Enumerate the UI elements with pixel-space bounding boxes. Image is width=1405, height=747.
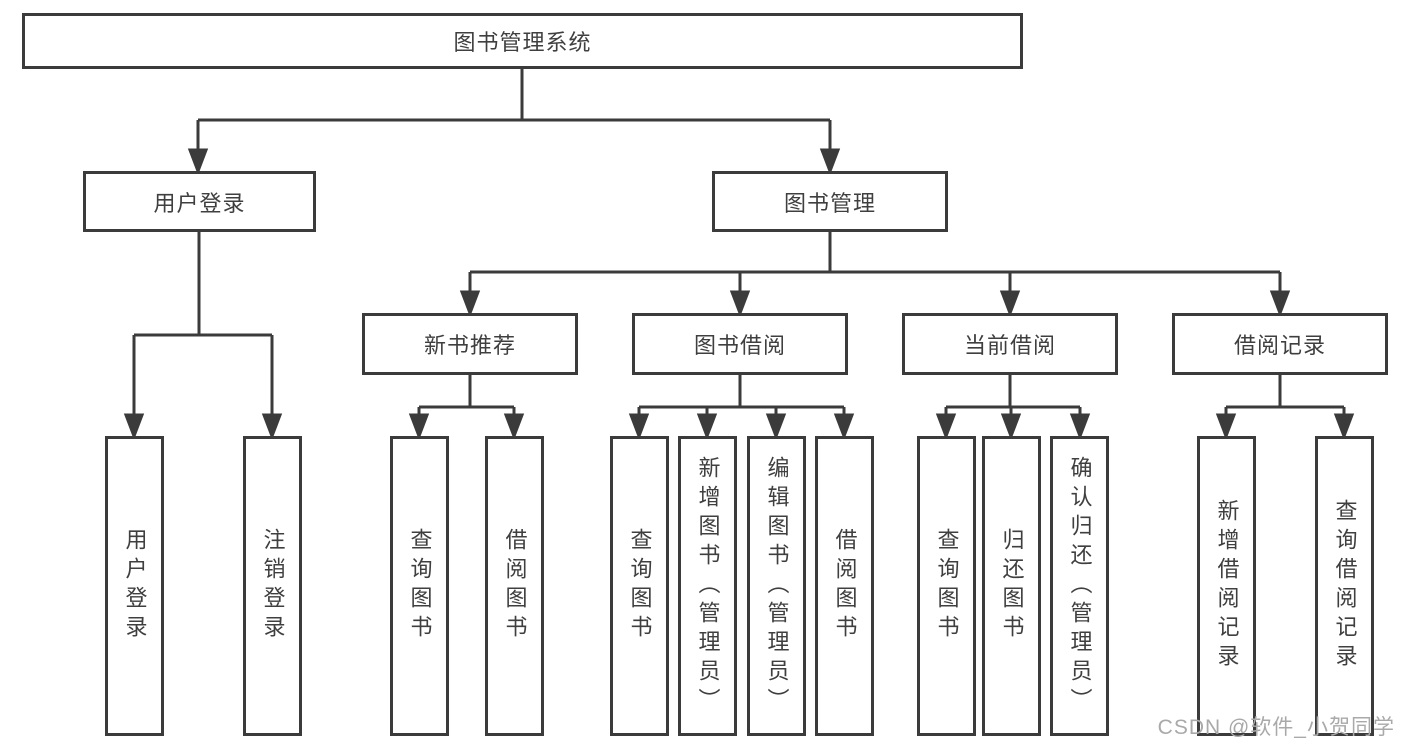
leaf-query-books-current: 查询图书 <box>917 436 976 736</box>
leaf-label: 注销登录 <box>260 528 286 644</box>
arrowhead-icon <box>1269 290 1291 318</box>
arrowhead-icon <box>1000 413 1022 441</box>
leaf-label: 查询借阅记录 <box>1332 499 1358 673</box>
leaf-query-books-borrowing: 查询图书 <box>610 436 669 736</box>
arrowhead-icon <box>628 413 650 441</box>
connector-borrow-record-to-leaves <box>1215 375 1355 441</box>
leaf-user-login: 用户登录 <box>105 436 164 736</box>
leaf-label: 确认归还（管理员） <box>1067 455 1093 717</box>
arrowhead-icon <box>1333 413 1355 441</box>
arrowhead-icon <box>503 413 525 441</box>
arrowhead-icon <box>999 290 1021 318</box>
arrowhead-icon <box>459 290 481 318</box>
arrowhead-icon <box>729 290 751 318</box>
leaf-label: 新增借阅记录 <box>1214 499 1240 673</box>
leaf-label: 查询图书 <box>627 528 653 644</box>
arrowhead-icon <box>696 413 718 441</box>
leaf-label: 查询图书 <box>934 528 960 644</box>
node-new-book-recommend: 新书推荐 <box>362 313 578 375</box>
leaf-label: 编辑图书（管理员） <box>764 455 790 717</box>
leaf-borrow-books-recommend: 借阅图书 <box>485 436 544 736</box>
node-book-borrowing: 图书借阅 <box>632 313 848 375</box>
leaf-query-books-recommend: 查询图书 <box>390 436 449 736</box>
arrowhead-icon <box>1069 413 1091 441</box>
node-borrowing-records: 借阅记录 <box>1172 313 1388 375</box>
connector-book-mgmt-to-level3 <box>459 232 1291 318</box>
leaf-label: 用户登录 <box>122 528 148 644</box>
leaf-label: 查询图书 <box>407 528 433 644</box>
node-current-borrowing: 当前借阅 <box>902 313 1118 375</box>
node-book-management: 图书管理 <box>712 171 948 232</box>
connector-root-to-level2 <box>187 68 841 176</box>
arrowhead-icon <box>123 413 145 441</box>
leaf-label: 新增图书（管理员） <box>695 455 721 717</box>
arrowhead-icon <box>765 413 787 441</box>
leaf-label: 归还图书 <box>999 528 1025 644</box>
leaf-borrow-books: 借阅图书 <box>815 436 874 736</box>
connector-book-borrow-to-leaves <box>628 375 855 441</box>
connector-current-borrow-to-leaves <box>935 375 1091 441</box>
leaf-add-borrow-record: 新增借阅记录 <box>1197 436 1256 736</box>
leaf-add-books-admin: 新增图书（管理员） <box>678 436 737 736</box>
arrowhead-icon <box>935 413 957 441</box>
leaf-confirm-return-admin: 确认归还（管理员） <box>1050 436 1109 736</box>
node-system-root: 图书管理系统 <box>22 13 1023 69</box>
connector-new-book-rec-to-leaves <box>408 375 525 441</box>
leaf-edit-books-admin: 编辑图书（管理员） <box>747 436 806 736</box>
leaf-logout: 注销登录 <box>243 436 302 736</box>
arrowhead-icon <box>833 413 855 441</box>
arrowhead-icon <box>261 413 283 441</box>
node-user-login: 用户登录 <box>83 171 316 232</box>
leaf-query-borrow-record: 查询借阅记录 <box>1315 436 1374 736</box>
arrowhead-icon <box>1215 413 1237 441</box>
arrowhead-icon <box>187 148 209 176</box>
arrowhead-icon <box>408 413 430 441</box>
leaf-label: 借阅图书 <box>502 528 528 644</box>
leaf-return-books: 归还图书 <box>982 436 1041 736</box>
connector-user-login-to-leaves <box>123 232 283 441</box>
arrowhead-icon <box>819 148 841 176</box>
leaf-label: 借阅图书 <box>832 528 858 644</box>
